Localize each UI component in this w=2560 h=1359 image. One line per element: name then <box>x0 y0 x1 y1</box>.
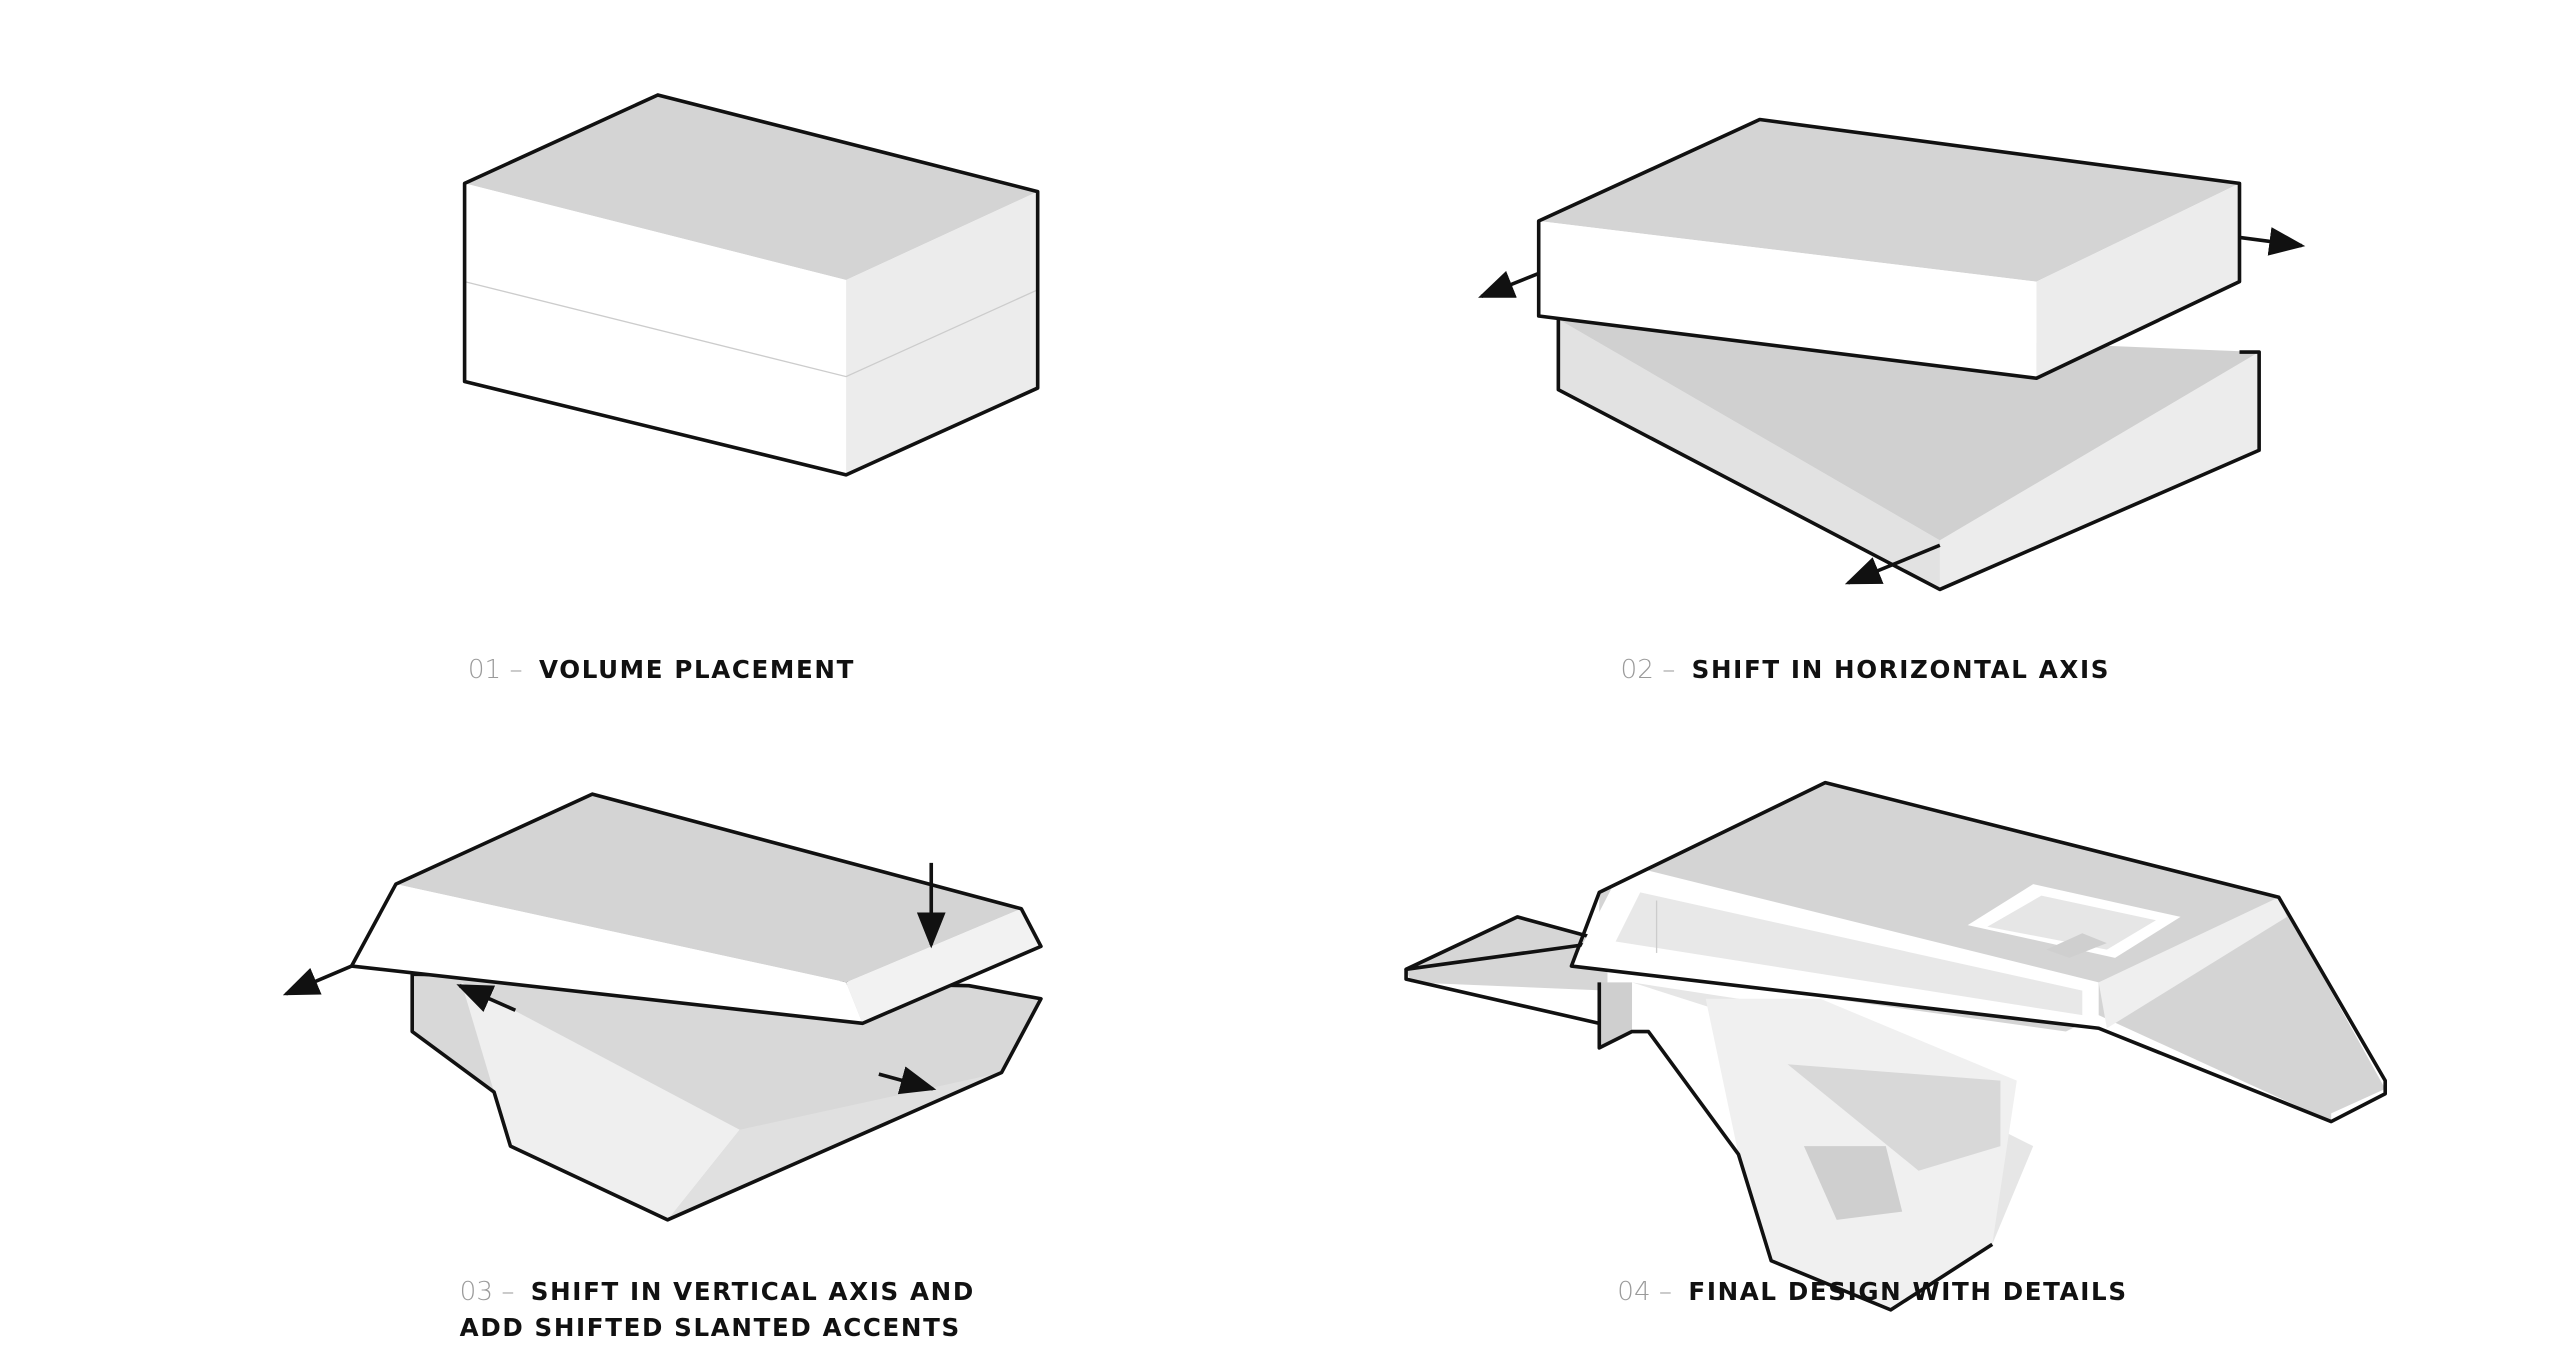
step-02-label: 02 – SHIFT IN HORIZONTAL AXIS <box>1621 655 2110 685</box>
step-01-label: 01 – VOLUME PLACEMENT <box>468 655 855 685</box>
step-03-volume <box>282 792 1043 1222</box>
step-01-title: VOLUME PLACEMENT <box>539 655 855 684</box>
step-03-number: 03 – <box>460 1277 515 1307</box>
step-04-final-design <box>1404 780 2388 1312</box>
step-01-number: 01 – <box>468 655 523 685</box>
step-02-volume <box>1478 117 2306 592</box>
step-03-title-line2: ADD SHIFTED SLANTED ACCENTS <box>460 1313 961 1342</box>
step-02-title: SHIFT IN HORIZONTAL AXIS <box>1692 655 2110 684</box>
step-03-title: SHIFT IN VERTICAL AXIS AND <box>531 1277 975 1306</box>
step-04-label: 04 – FINAL DESIGN WITH DETAILS <box>1617 1277 2127 1307</box>
step-04-title: FINAL DESIGN WITH DETAILS <box>1688 1277 2127 1306</box>
step-01-volume <box>462 93 1040 477</box>
step-04-number: 04 – <box>1617 1277 1672 1307</box>
step-02-number: 02 – <box>1621 655 1676 685</box>
step-03-label: 03 – SHIFT IN VERTICAL AXIS AND <box>460 1277 975 1307</box>
